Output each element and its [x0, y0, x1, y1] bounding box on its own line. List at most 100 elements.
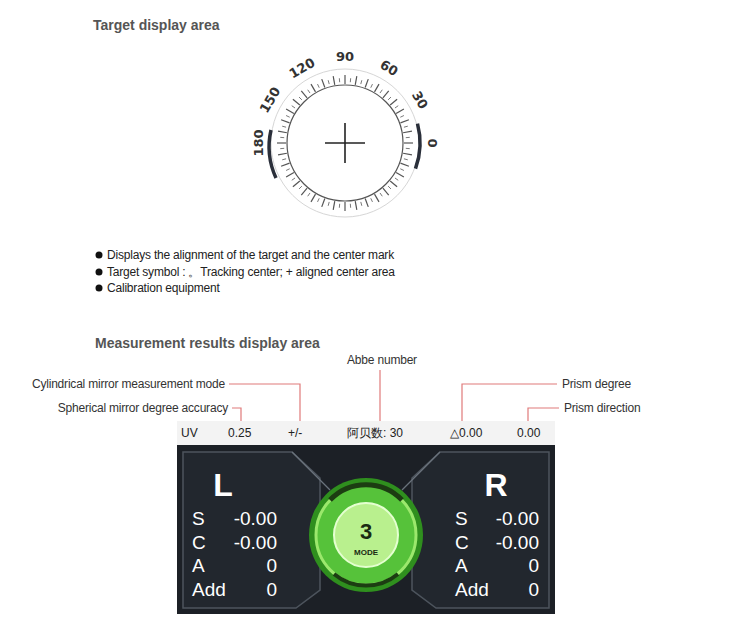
scale-tick: [344, 75, 345, 84]
display-value: S: [192, 509, 205, 528]
scale-tick: [355, 201, 357, 210]
scale-tick: [292, 106, 295, 108]
target-dial: [269, 69, 420, 217]
scale-tick: [322, 198, 325, 206]
display-value: -0.00: [496, 509, 539, 528]
callout-label: Prism degree: [562, 378, 631, 390]
scale-tick: [339, 204, 340, 208]
scale-tick: [292, 178, 295, 180]
scale-tick: [380, 193, 382, 196]
display-value: A: [455, 556, 468, 575]
scale-tick: [396, 109, 404, 114]
callout-label: Cylindrical mirror measurement mode: [32, 378, 225, 390]
panel-heading: 3: [360, 521, 372, 543]
scale-tick: [404, 142, 413, 143]
scale-tick: [375, 194, 380, 202]
scale-tick: [400, 116, 404, 118]
scale-tick: [383, 188, 389, 195]
scale-tick: [361, 80, 362, 84]
scale-tick: [286, 109, 294, 114]
display-value: 0.00: [517, 427, 540, 439]
scale-tick: [299, 186, 302, 189]
scale-tick: [404, 126, 408, 127]
scale-tick: [301, 91, 307, 98]
display-value: S: [455, 509, 468, 528]
display-value: UV: [181, 427, 198, 439]
callout-label: Abbe number: [347, 354, 417, 366]
scale-tick: [278, 131, 287, 133]
scale-tick: [350, 78, 351, 82]
scale-tick: [318, 198, 320, 202]
scale-tick: [375, 84, 380, 92]
display-value: Add: [192, 580, 226, 599]
display-value: A: [192, 556, 205, 575]
display-value: C: [192, 533, 206, 552]
scale-tick: [328, 202, 329, 206]
mode-button: 3MODE: [311, 480, 421, 590]
display-value: -0.00: [234, 533, 277, 552]
scale-tick: [299, 97, 302, 100]
display-value: 阿贝数: 30: [347, 427, 403, 439]
scale-tick: [371, 84, 373, 88]
scale-tick: [308, 193, 310, 196]
scale-tick: [406, 148, 410, 149]
display-value: △0.00: [450, 427, 482, 439]
scale-tick: [311, 194, 316, 202]
scale-tick: [400, 120, 408, 123]
scale-tick: [395, 178, 398, 180]
section-heading: Target display area: [93, 18, 220, 32]
display-value: MODE: [354, 549, 378, 557]
scale-tick: [286, 173, 294, 178]
scale-number: 90: [336, 50, 354, 63]
display-value: C: [455, 533, 469, 552]
scale-tick: [396, 173, 404, 178]
scale-tick: [333, 201, 335, 210]
scale-tick: [322, 79, 325, 87]
display-value: +/-: [288, 427, 302, 439]
scale-tick: [404, 159, 408, 160]
bullet-text: Target symbol : 。Tracking center; + alig…: [107, 266, 395, 278]
scale-tick: [403, 153, 412, 155]
scale-tick: [383, 91, 389, 98]
screen-panel: [177, 421, 555, 614]
display-value: 0.25: [228, 427, 251, 439]
status-bar: UV 0.25 +/- 阿贝数: 30 △0.00 0.00: [177, 421, 555, 445]
scale-tick: [286, 116, 290, 118]
callout-label: Spherical mirror degree accuracy: [58, 402, 228, 414]
leader-lines: [229, 370, 559, 424]
scale-tick: [293, 181, 300, 187]
display-value: -0.00: [234, 509, 277, 528]
display-value: 0: [528, 556, 539, 575]
scale-tick: [286, 169, 290, 171]
display-value: 0: [528, 580, 539, 599]
scale-tick: [311, 84, 316, 92]
scale-tick: [344, 202, 345, 211]
scale-number: 30: [410, 88, 430, 110]
bullet-text: Calibration equipment: [107, 282, 220, 294]
scale-tick: [280, 137, 284, 138]
scale-tick: [371, 198, 373, 202]
callout-label: Prism direction: [564, 402, 640, 414]
scale-tick: [318, 84, 320, 88]
display-value: 0: [266, 556, 277, 575]
left-eye-panel: LS-0.00C-0.00A0Add0: [177, 446, 317, 614]
scale-tick: [400, 169, 404, 171]
section-heading: Measurement results display area: [95, 336, 320, 350]
scale-tick: [293, 99, 300, 105]
scale-tick: [390, 181, 397, 187]
bullet-text: Displays the alignment of the target and…: [107, 249, 394, 261]
scale-tick: [403, 131, 412, 133]
right-eye-panel: RS-0.00C-0.00A0Add0: [415, 446, 555, 614]
scale-tick: [277, 142, 286, 143]
scale-number: 180: [252, 129, 265, 156]
scale-tick: [361, 202, 362, 206]
scale-tick: [406, 137, 410, 138]
scale-tick: [388, 186, 391, 189]
display-value: -0.00: [496, 533, 539, 552]
scale-tick: [365, 198, 368, 206]
panel-heading: L: [213, 469, 233, 501]
scale-tick: [350, 204, 351, 208]
display-value: Add: [455, 580, 489, 599]
scale-tick: [301, 188, 307, 195]
